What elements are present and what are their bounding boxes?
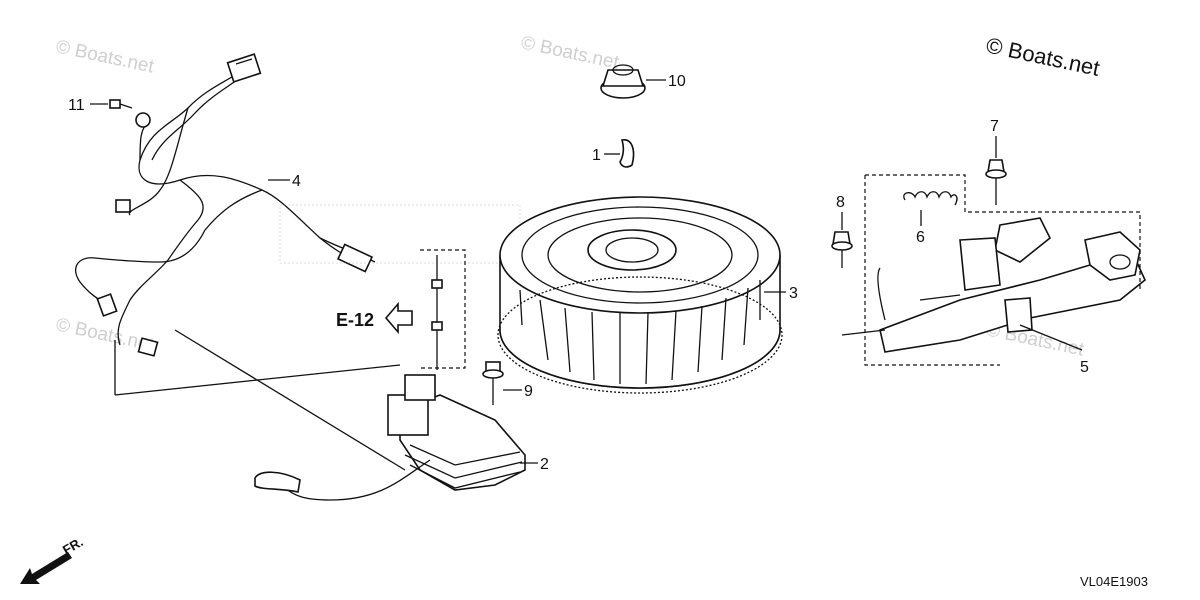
callout-2-label: 2 <box>540 456 549 473</box>
stud-bolt <box>420 249 466 370</box>
callout-8: 8 <box>836 194 845 230</box>
callout-6: 6 <box>916 210 925 246</box>
callout-1: 1 <box>592 147 620 164</box>
front-direction-arrow: FR. <box>20 534 86 584</box>
wire-harness <box>75 53 376 357</box>
reference-label: E-12 <box>336 310 374 330</box>
callout-10-label: 10 <box>668 73 686 90</box>
callout-9: 9 <box>503 383 533 400</box>
reference-arrow-e12: E-12 <box>336 301 413 335</box>
callout-3: 3 <box>764 285 798 302</box>
callout-1-label: 1 <box>592 147 601 164</box>
direction-label: FR. <box>60 534 86 557</box>
callout-11-label: 11 <box>68 97 85 114</box>
leader-coil-b <box>174 329 406 471</box>
callout-4-label: 4 <box>292 173 301 190</box>
bolt-11 <box>109 99 133 109</box>
callout-4: 4 <box>268 173 301 190</box>
callout-3-label: 3 <box>789 285 798 302</box>
charge-coil <box>254 374 526 501</box>
callout-9-label: 9 <box>524 383 533 400</box>
watermark-faint-2: © Boats.net <box>519 32 621 73</box>
flywheel <box>497 196 783 394</box>
watermark-faint-1: © Boats.net <box>54 36 156 77</box>
callout-11: 11 <box>68 97 108 114</box>
callout-5-label: 5 <box>1080 359 1089 376</box>
arm-group-outline-left <box>864 175 1000 366</box>
callout-2: 2 <box>520 456 549 473</box>
diagram-code: VL04E1903 <box>1080 574 1148 589</box>
watermark-brand: © Boats.net <box>984 32 1102 80</box>
callout-5: 5 <box>1019 324 1089 376</box>
callout-7: 7 <box>990 118 999 158</box>
callout-7-label: 7 <box>990 118 999 135</box>
arm-group-outline <box>865 174 1141 292</box>
callout-6-label: 6 <box>916 229 925 246</box>
flange-nut <box>600 64 646 99</box>
callout-8-label: 8 <box>836 194 845 211</box>
bolt-7 <box>985 159 1007 205</box>
governor-spring <box>903 191 958 206</box>
callout-10: 10 <box>646 73 686 90</box>
flange-bolt-9 <box>482 361 504 405</box>
governor-arm <box>877 217 1146 353</box>
leader-arm-extra <box>841 329 886 336</box>
bolt-8 <box>831 231 853 268</box>
woodruff-key <box>619 139 635 168</box>
